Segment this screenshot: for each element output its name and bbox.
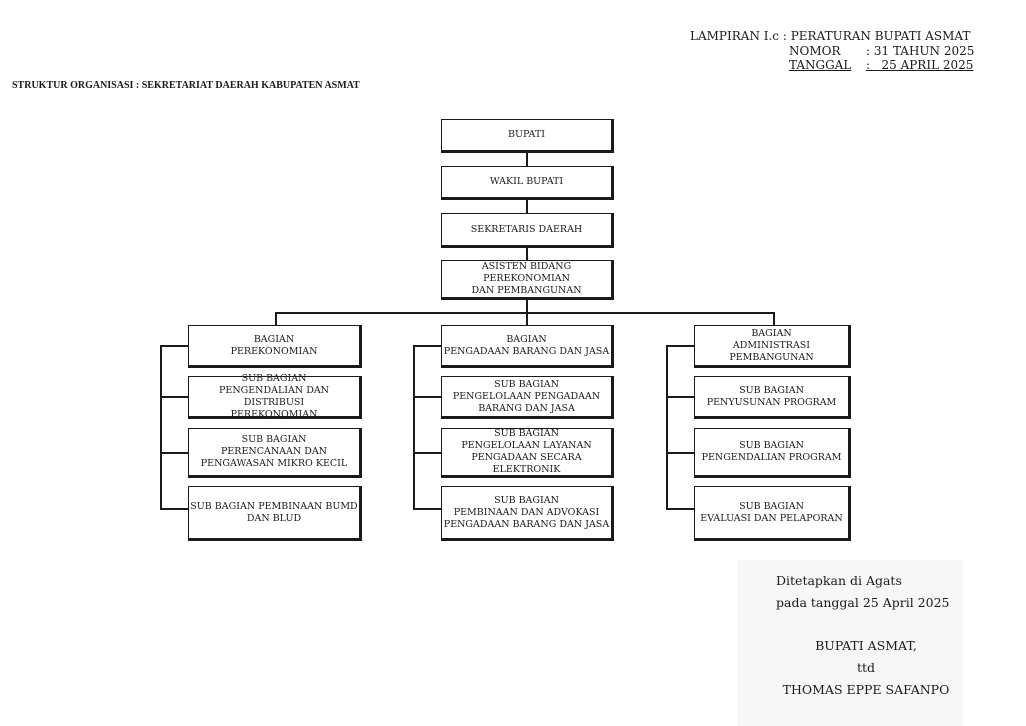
branch-drop-right	[773, 312, 775, 327]
box-text-line: PENGELOLAAN LAYANAN	[461, 440, 592, 451]
box-text-line: SUB BAGIAN	[241, 372, 307, 384]
box-text-line: PENYUSUNAN PROGRAM	[706, 396, 837, 408]
tanggal-value: : 25 APRIL 2025	[866, 58, 974, 72]
nomor-value: : 31 TAHUN 2025	[866, 44, 975, 58]
branch-drop-left	[275, 312, 277, 327]
box-text-line: BAGIAN	[506, 333, 547, 345]
box-bupati: BUPATI	[441, 119, 614, 153]
signature-ttd: ttd	[856, 660, 876, 675]
box-text-line: PENGENDALIAN PROGRAM	[701, 452, 842, 463]
branch-line	[275, 312, 775, 314]
box-text-line: BUPATI	[508, 129, 545, 140]
page-title: STRUKTUR ORGANISASI : SEKRETARIAT DAERAH…	[12, 80, 360, 91]
col3-tick-bagian	[666, 345, 696, 347]
col2-spine	[413, 345, 415, 510]
box-text-line: SUB BAGIAN	[739, 500, 804, 512]
col2-tick-sub3	[413, 508, 443, 510]
box-text-line: SUB BAGIAN	[739, 440, 804, 451]
tanggal-label: TANGGAL	[789, 58, 852, 72]
box-text-line: SEKRETARIS DAERAH	[470, 223, 583, 235]
signature-name: THOMAS EPPE SAFANPO	[782, 682, 950, 697]
box-text-line: SUB BAGIAN	[494, 428, 559, 439]
box-text-line: PEMBINAAN DAN ADVOKASI	[453, 506, 600, 518]
col3-tick-sub1	[666, 396, 696, 398]
box-text-line: EVALUASI DAN PELAPORAN	[700, 512, 843, 524]
col1-tick-sub1	[160, 396, 190, 398]
col2-tick-sub2	[413, 452, 443, 454]
box-text-line: PEREKONOMIAN	[483, 273, 570, 284]
col2-tick-sub1	[413, 396, 443, 398]
signature-date: pada tanggal 25 April 2025	[776, 595, 950, 610]
box-text-line: DAN BLUD	[246, 512, 302, 524]
col1-spine	[160, 345, 162, 510]
box-text-line: ASISTEN BIDANG	[481, 261, 572, 272]
box-text-line: SUB BAGIAN PEMBINAAN BUMD	[190, 500, 358, 512]
col3-tick-sub2	[666, 452, 696, 454]
box-wakil-bupati: WAKIL BUPATI	[441, 166, 614, 200]
box-text-line: PENGAWASAN MIKRO KECIL	[200, 458, 348, 469]
box-text-line: ADMINISTRASI	[732, 339, 811, 351]
box-text-line: SUB BAGIAN	[494, 494, 559, 506]
box-text-line: PEREKONOMIAN	[230, 408, 318, 420]
box-text-line: PEMBANGUNAN	[729, 351, 814, 363]
branch-drop-center	[526, 312, 528, 327]
box-text-line: PENGADAAN BARANG DAN JASA	[443, 518, 610, 530]
box-text-line: ELEKTRONIK	[492, 464, 561, 475]
signature-place: Ditetapkan di Agats	[776, 573, 902, 588]
col2-tick-bagian	[413, 345, 443, 347]
box-text-line: SUB BAGIAN	[739, 384, 804, 396]
signature-background	[738, 560, 963, 726]
box-text-line: BAGIAN	[751, 327, 792, 339]
col1-tick-sub3	[160, 508, 190, 510]
col3-tick-sub3	[666, 508, 696, 510]
nomor-label: NOMOR	[789, 44, 841, 58]
signature-office: BUPATI ASMAT,	[815, 638, 917, 653]
box-text-line: SUB BAGIAN	[494, 378, 559, 390]
box-text-line: DAN PEMBANGUNAN	[471, 285, 582, 296]
box-text-line: SUB BAGIAN	[241, 434, 307, 445]
col1-tick-bagian	[160, 345, 190, 347]
box-text-line: PENGELOLAAN PENGADAAN	[452, 390, 601, 402]
col1-tick-sub2	[160, 452, 190, 454]
box-text-line: PENGADAAN SECARA	[471, 452, 582, 463]
box-text-line: PENGADAAN BARANG DAN JASA	[443, 345, 610, 357]
box-sekretaris-daerah: SEKRETARIS DAERAH	[441, 213, 614, 248]
lampiran-line: LAMPIRAN I.c : PERATURAN BUPATI ASMAT	[690, 29, 971, 43]
box-text-line: BARANG DAN JASA	[478, 402, 575, 414]
col3-spine	[666, 345, 668, 510]
box-text-line: BAGIAN	[253, 333, 295, 345]
box-text-line: PERENCANAAN DAN	[220, 446, 327, 457]
box-text-line: WAKIL BUPATI	[489, 176, 564, 187]
box-text-line: PEREKONOMIAN	[230, 345, 318, 357]
box-text-line: PENGENDALIAN DAN DISTRIBUSI	[219, 384, 329, 408]
